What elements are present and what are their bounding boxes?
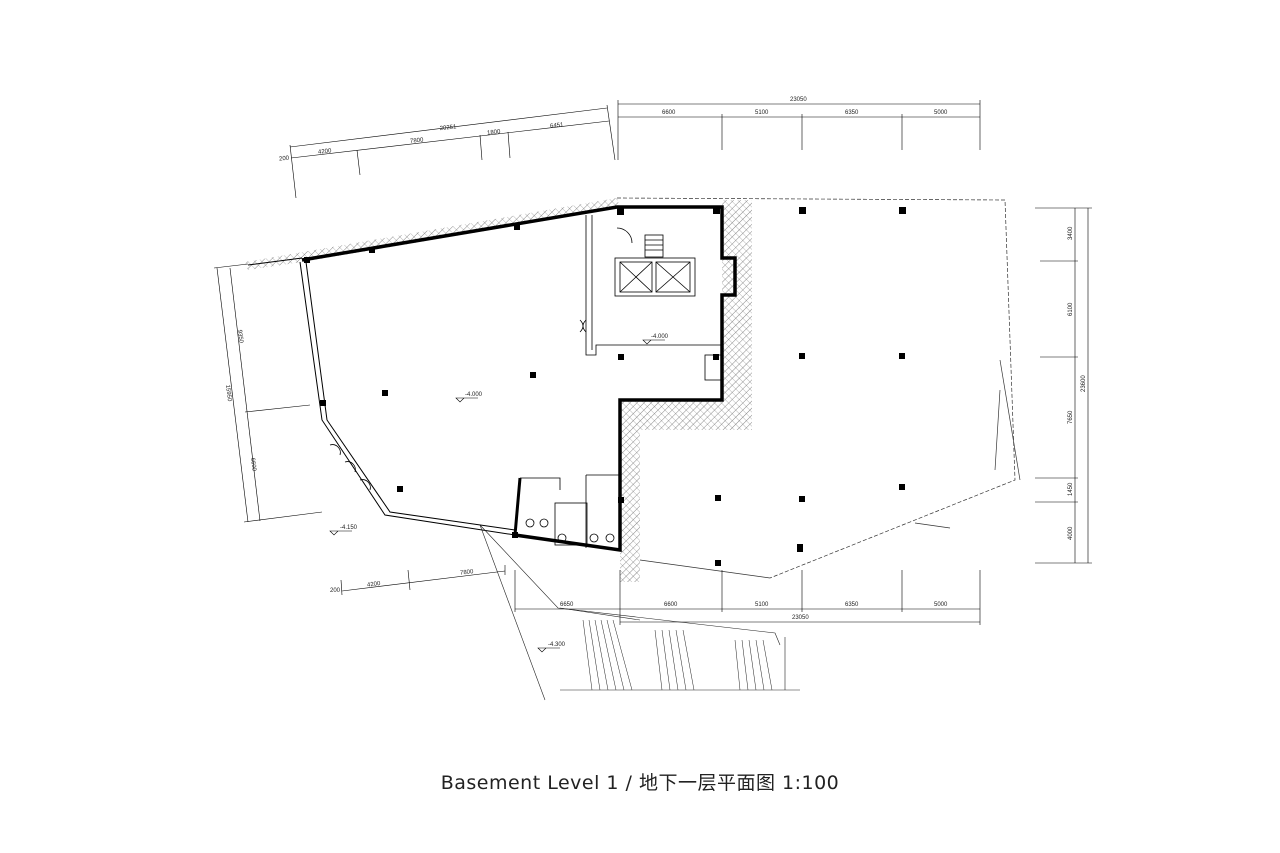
door-swing: [616, 227, 633, 244]
dim-left-total: 15950: [224, 385, 232, 403]
dim-top-right-total: 23050: [790, 97, 807, 103]
soil-hatching: [245, 198, 752, 582]
dim-left-seg-1: 9350: [236, 330, 244, 345]
dim-right-seg-3: 7650: [1068, 410, 1074, 424]
dim-bottom-seg-5: 5000: [934, 602, 948, 608]
dim-right-seg-2: 6100: [1068, 302, 1074, 316]
dim-right-total: 23600: [1081, 375, 1087, 392]
dim-top-right-seg-4: 5000: [934, 110, 948, 116]
dim-top-right-seg-2: 5100: [755, 110, 769, 116]
elevation-marker: -4.000: [642, 334, 669, 345]
dimension-right: 3400 6100 7650 1450 4000 23600: [1035, 207, 1092, 564]
elevation-markers: -4.000 -4.000 -4.150 -4.300: [329, 334, 669, 653]
structural-columns: [304, 207, 906, 566]
elevator-1: [619, 261, 653, 293]
svg-text:-4.150: -4.150: [340, 525, 358, 531]
drawing-title: Basement Level 1 / 地下一层平面图 1:100: [440, 772, 840, 794]
dim-top-left-seg-2: 4200: [318, 148, 333, 156]
exterior-walls: [247, 205, 737, 553]
svg-text:-4.300: -4.300: [548, 642, 566, 648]
double-door: [579, 319, 587, 333]
dimension-bottom-left: 200 4200 7800: [330, 565, 506, 596]
dim-top-left-seg-1: 200: [279, 155, 290, 162]
stair-icon: [644, 234, 664, 258]
dim-top-left-total: 20251: [439, 124, 457, 132]
dim-left-seg-2: 6600: [249, 458, 257, 473]
elevation-marker: -4.300: [537, 642, 566, 653]
dim-top-right-seg-3: 6350: [845, 110, 859, 116]
dim-bottom-seg-1: 6650: [560, 602, 574, 608]
dim-bottom-left-seg-3: 7800: [460, 569, 475, 577]
dimension-top-left: 20251 200 4200 7800 1800 6451: [279, 104, 616, 199]
dimension-top-right: 23050 6600 5100 6350 5000: [617, 97, 981, 160]
dim-bottom-total: 23050: [792, 615, 809, 621]
adjacent-building-outline: [616, 197, 1021, 579]
dim-top-left-seg-4: 1800: [487, 129, 502, 137]
dim-top-right-seg-1: 6600: [662, 110, 676, 116]
dim-top-left-seg-3: 7800: [410, 137, 425, 145]
dim-top-left-seg-5: 6451: [550, 122, 565, 130]
dim-right-seg-5: 4000: [1068, 526, 1074, 540]
elevation-marker: -4.150: [329, 525, 358, 536]
core-rooms: [329, 215, 723, 548]
dim-bottom-left-seg-2: 4200: [367, 581, 382, 589]
elevator-2: [655, 261, 691, 293]
exterior-stairs: [479, 524, 800, 701]
dim-bottom-left-seg-1: 200: [330, 588, 341, 594]
dim-bottom-seg-4: 6350: [845, 602, 859, 608]
elevation-marker: -4.000: [455, 392, 483, 403]
dim-bottom-seg-2: 6600: [664, 602, 678, 608]
svg-text:-4.000: -4.000: [651, 334, 669, 340]
dimension-bottom: 6650 6600 5100 6350 5000 23050: [514, 570, 981, 625]
dimension-left: 9350 15950 6600: [213, 263, 323, 523]
svg-text:-4.000: -4.000: [465, 392, 483, 398]
dim-right-seg-4: 1450: [1068, 482, 1074, 496]
dim-right-seg-1: 3400: [1068, 226, 1074, 240]
dim-bottom-seg-3: 5100: [755, 602, 769, 608]
